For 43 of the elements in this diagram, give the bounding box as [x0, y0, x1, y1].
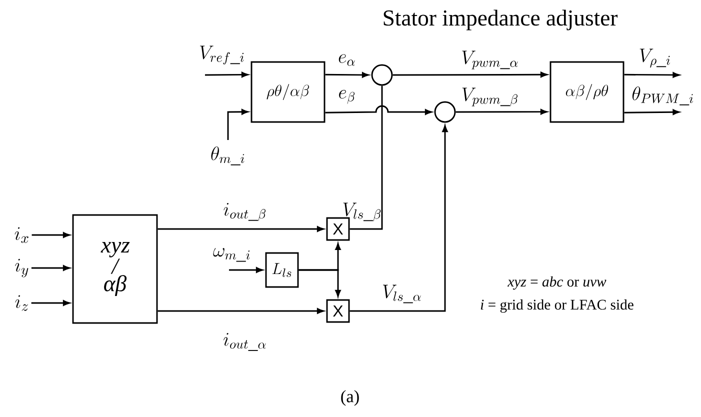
edge-label: $\theta_{PWM\_i}$	[632, 86, 693, 106]
edge-label: $e_{\beta}$	[339, 90, 355, 104]
converter-box: $\rho\theta/\alpha\beta$	[250, 61, 326, 123]
arrow	[456, 109, 548, 115]
arrow	[31, 300, 70, 306]
arrow	[205, 72, 248, 78]
input-label: $i_y$	[15, 258, 28, 278]
edge-label: $V_{pwm\_\alpha}$	[462, 50, 518, 70]
multiplier-box: X	[326, 299, 350, 323]
arrow	[350, 125, 448, 312]
note: xyz = abc or uvw	[507, 276, 606, 290]
arrow	[158, 226, 324, 232]
edge-label: $V_{ls\_\alpha}$	[383, 284, 421, 304]
arrow	[624, 109, 680, 115]
edge-label: $\theta_{m\_i}$	[211, 146, 244, 166]
inductance-box: $L_{ls}$	[265, 252, 299, 288]
edge-label: $V_{\rho\_i}$	[640, 48, 670, 68]
arrow	[31, 265, 70, 271]
edge-label: $i_{out\_\beta}$	[224, 202, 266, 222]
arrow	[229, 267, 263, 273]
arrow	[158, 308, 324, 314]
arrow	[32, 232, 70, 238]
arrow	[227, 109, 248, 140]
arrow	[392, 72, 548, 78]
arrow	[298, 269, 341, 297]
edge-label: $\omega_{m\_i}$	[213, 248, 250, 262]
summing-junction	[371, 64, 393, 86]
edge-label: $e_{\alpha}$	[338, 54, 355, 66]
input-label: $i_x$	[14, 227, 28, 243]
edge-label: $V_{ref\_i}$	[200, 46, 244, 64]
title: Stator impedance adjuster	[384, 10, 618, 30]
arrow	[325, 105, 432, 115]
input-label: $i_z$	[15, 295, 28, 311]
note: i = grid side or LFAC side	[480, 299, 634, 313]
converter-box: $\alpha\beta/\rho\theta$	[550, 61, 624, 123]
transform-box: xyz / αβ	[72, 214, 158, 324]
edge-label: $V_{pwm\_\beta}$	[462, 88, 518, 106]
arrow	[325, 72, 369, 78]
caption: (a)	[341, 390, 359, 406]
multiplier-box: X	[326, 217, 350, 241]
arrow	[624, 72, 680, 78]
summing-junction	[434, 101, 456, 123]
edge-label: $i_{out\_\alpha}$	[224, 333, 266, 351]
